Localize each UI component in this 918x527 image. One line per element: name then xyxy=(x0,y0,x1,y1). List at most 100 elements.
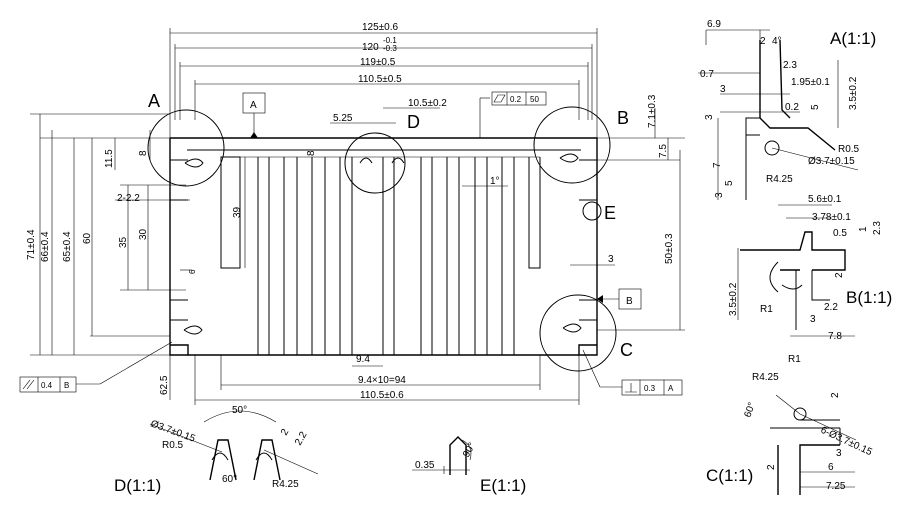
svg-text:R4.25: R4.25 xyxy=(752,372,779,383)
svg-text:1: 1 xyxy=(858,226,869,232)
dim-120: 120 xyxy=(362,42,379,53)
svg-text:2.2: 2.2 xyxy=(824,302,838,313)
dim-94: 9.4×10=94 xyxy=(358,375,406,386)
svg-text:50°: 50° xyxy=(232,405,247,416)
datum-a: A xyxy=(242,92,266,138)
svg-text:1.95±0.1: 1.95±0.1 xyxy=(791,77,830,88)
detail-b-title: B(1:1) xyxy=(846,288,892,307)
svg-text:7.8: 7.8 xyxy=(828,331,842,342)
dim-35: 35 xyxy=(118,236,129,248)
svg-text:B: B xyxy=(64,381,69,390)
detail-c: C(1:1) R1 R4.25 60° 2 6-Ø3.7±0.15 3 6 7.… xyxy=(706,354,874,495)
svg-text:0.7: 0.7 xyxy=(700,69,714,80)
dim-7-1: 7.1±0.3 xyxy=(647,94,658,128)
dim-66: 66±0.4 xyxy=(40,231,51,262)
svg-text:60°: 60° xyxy=(742,401,758,419)
label-d: D xyxy=(407,112,420,132)
detail-circle-d[interactable] xyxy=(344,132,406,194)
svg-text:R1: R1 xyxy=(760,304,773,315)
detail-b: B(1:1) 5.6±0.1 3.78±0.1 0.5 2.3 1 3.5±0.… xyxy=(728,194,892,342)
svg-text:7.25: 7.25 xyxy=(826,481,846,492)
svg-text:50: 50 xyxy=(530,95,539,104)
svg-text:7: 7 xyxy=(712,162,723,168)
datum-b: B xyxy=(597,288,642,310)
parallel-frame: 0.4 B xyxy=(19,341,173,393)
svg-text:5: 5 xyxy=(724,180,735,186)
svg-text:A: A xyxy=(250,100,257,111)
dim-6: 6 xyxy=(188,269,197,274)
dim-119: 119±0.5 xyxy=(360,57,396,68)
fins xyxy=(220,156,541,355)
svg-text:Ø3.7±0.15: Ø3.7±0.15 xyxy=(808,156,855,167)
svg-text:3: 3 xyxy=(836,448,842,459)
svg-text:5.6±0.1: 5.6±0.1 xyxy=(808,194,842,205)
dim-65: 65±0.4 xyxy=(62,231,73,262)
dim-60: 60 xyxy=(82,232,93,244)
svg-text:R4.25: R4.25 xyxy=(766,174,793,185)
dim-30: 30 xyxy=(138,228,149,240)
svg-text:-0.3: -0.3 xyxy=(383,44,397,53)
svg-text:6: 6 xyxy=(828,462,834,473)
main-view: A B C D E 125±0.6 120 -0.1 -0.3 119±0.5 xyxy=(19,22,685,405)
right-dimensions: 7.1±0.3 7.5 50±0.3 3 xyxy=(570,94,685,331)
detail-e: E(1:1) 0.35 90° xyxy=(412,436,526,495)
dim-110-5: 110.5±0.5 xyxy=(358,74,402,85)
svg-text:3: 3 xyxy=(720,84,726,95)
svg-text:2: 2 xyxy=(834,272,845,278)
flatness-frame: 0.2 50 xyxy=(479,91,547,138)
svg-text:5: 5 xyxy=(810,104,821,110)
svg-text:90°: 90° xyxy=(461,441,478,460)
svg-text:3.5±0.2: 3.5±0.2 xyxy=(848,76,859,110)
svg-text:2.3: 2.3 xyxy=(872,221,883,235)
svg-text:R0.5: R0.5 xyxy=(838,144,860,155)
svg-text:4°: 4° xyxy=(772,36,782,47)
svg-text:B: B xyxy=(626,296,633,307)
top-dimensions: 125±0.6 120 -0.1 -0.3 119±0.5 110.5±0.5 … xyxy=(169,22,598,156)
left-dimensions: 71±0.4 66±0.4 65±0.4 60 35 30 11.5 8 39 … xyxy=(26,113,246,356)
detail-d-title: D(1:1) xyxy=(114,476,161,495)
dim-5-25: 5.25 xyxy=(333,113,353,124)
dim-62-5: 62.5 xyxy=(159,375,170,395)
svg-text:2.2: 2.2 xyxy=(293,430,310,448)
detail-d: D(1:1) 50° Ø3.7±0.15 R0.5 2 2.2 60° R4.2… xyxy=(114,405,319,495)
svg-text:-0.1: -0.1 xyxy=(383,36,397,45)
svg-text:6-Ø3.7±0.15: 6-Ø3.7±0.15 xyxy=(819,425,874,459)
svg-text:2: 2 xyxy=(279,427,292,438)
dim-8-left: 8 xyxy=(138,150,149,156)
svg-text:0.2: 0.2 xyxy=(510,95,522,104)
svg-text:A: A xyxy=(668,384,674,393)
dim-110-5-bottom: 110.5±0.6 xyxy=(360,390,404,401)
label-a: A xyxy=(148,91,160,111)
svg-text:0.35: 0.35 xyxy=(415,460,435,471)
label-b: B xyxy=(617,108,629,128)
label-e: E xyxy=(604,203,616,223)
label-c: C xyxy=(620,340,633,360)
detail-e-title: E(1:1) xyxy=(480,476,526,495)
perpendicular-frame: 0.3 A xyxy=(582,349,683,396)
svg-text:3.78±0.1: 3.78±0.1 xyxy=(812,212,851,223)
svg-text:2: 2 xyxy=(760,36,766,47)
detail-circle-c[interactable] xyxy=(539,294,617,372)
detail-a: A(1:1) 6.9 2 4° 2.3 0.7 1.95±0.1 3 0.2 5… xyxy=(698,19,876,200)
svg-text:3: 3 xyxy=(810,314,816,325)
angle-1: 1° xyxy=(490,176,500,187)
dim-10-5: 10.5±0.2 xyxy=(408,98,447,109)
svg-text:60°: 60° xyxy=(222,474,237,485)
svg-text:R4.25: R4.25 xyxy=(272,479,299,490)
detail-circle-e[interactable] xyxy=(582,201,602,221)
svg-text:6.9: 6.9 xyxy=(707,19,721,30)
svg-text:0.2: 0.2 xyxy=(785,102,799,113)
detail-a-title: A(1:1) xyxy=(830,29,876,48)
svg-text:0.3: 0.3 xyxy=(644,384,656,393)
dim-50: 50±0.3 xyxy=(664,233,675,264)
svg-text:3: 3 xyxy=(714,192,725,198)
dim-39: 39 xyxy=(232,206,243,218)
detail-circle-a[interactable] xyxy=(147,109,225,187)
detail-circle-b[interactable] xyxy=(533,106,611,184)
svg-text:2: 2 xyxy=(766,464,777,470)
dim-3-right: 3 xyxy=(608,254,614,265)
dim-7-5: 7.5 xyxy=(658,144,669,158)
svg-text:0.4: 0.4 xyxy=(41,381,53,390)
svg-text:2.3: 2.3 xyxy=(783,60,797,71)
